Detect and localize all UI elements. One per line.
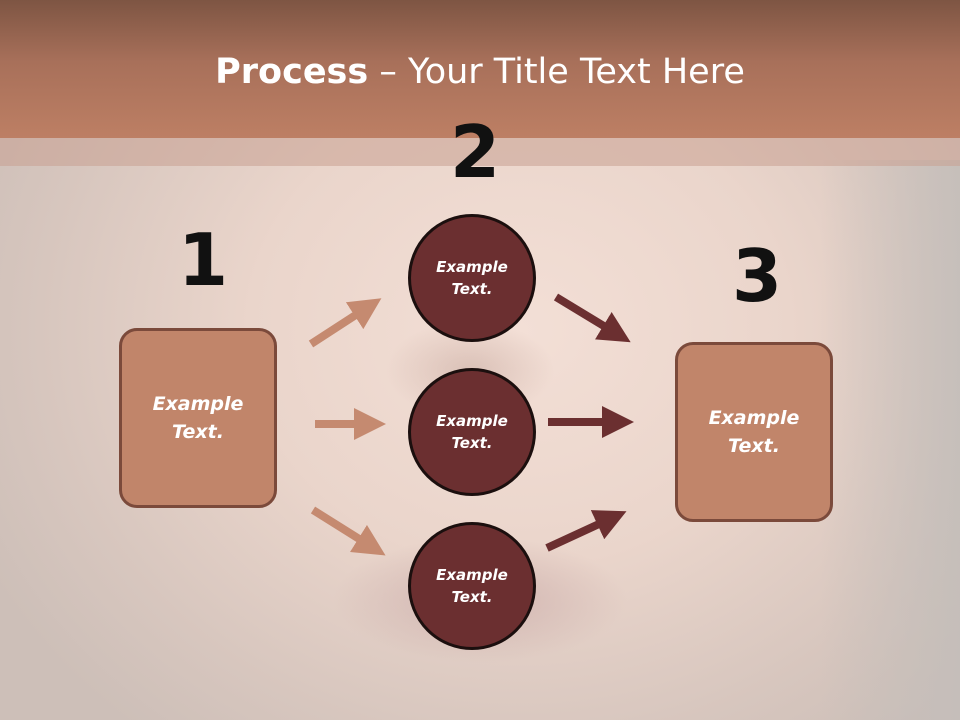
circle-top-label: Example Text. <box>436 257 508 299</box>
step-number-3: 3 <box>732 234 783 318</box>
title-rest: – Your Title Text Here <box>368 52 745 92</box>
arrow-1-to-bottom <box>310 506 386 556</box>
step-1-label: Example Text. <box>152 392 244 444</box>
step-number-2: 2 <box>450 110 501 194</box>
slide-title: Process – Your Title Text Here <box>0 52 960 92</box>
circle-bottom[interactable]: Example Text. <box>408 522 536 650</box>
step-3-box[interactable]: Example Text. <box>675 342 833 522</box>
arrow-top-to-3 <box>553 293 631 343</box>
step-1-box[interactable]: Example Text. <box>119 328 277 508</box>
circle-bottom-label: Example Text. <box>436 565 508 607</box>
banner-strip <box>0 138 960 166</box>
title-banner <box>0 0 960 138</box>
circle-middle[interactable]: Example Text. <box>408 368 536 496</box>
step-number-1: 1 <box>178 218 229 302</box>
arrow-1-to-top <box>308 298 382 348</box>
circle-middle-label: Example Text. <box>436 411 508 453</box>
circle-top[interactable]: Example Text. <box>408 214 536 342</box>
title-bold: Process <box>215 52 369 92</box>
step-3-label: Example Text. <box>708 406 800 458</box>
background-shade <box>820 160 960 720</box>
arrow-bottom-to-3 <box>545 510 627 552</box>
